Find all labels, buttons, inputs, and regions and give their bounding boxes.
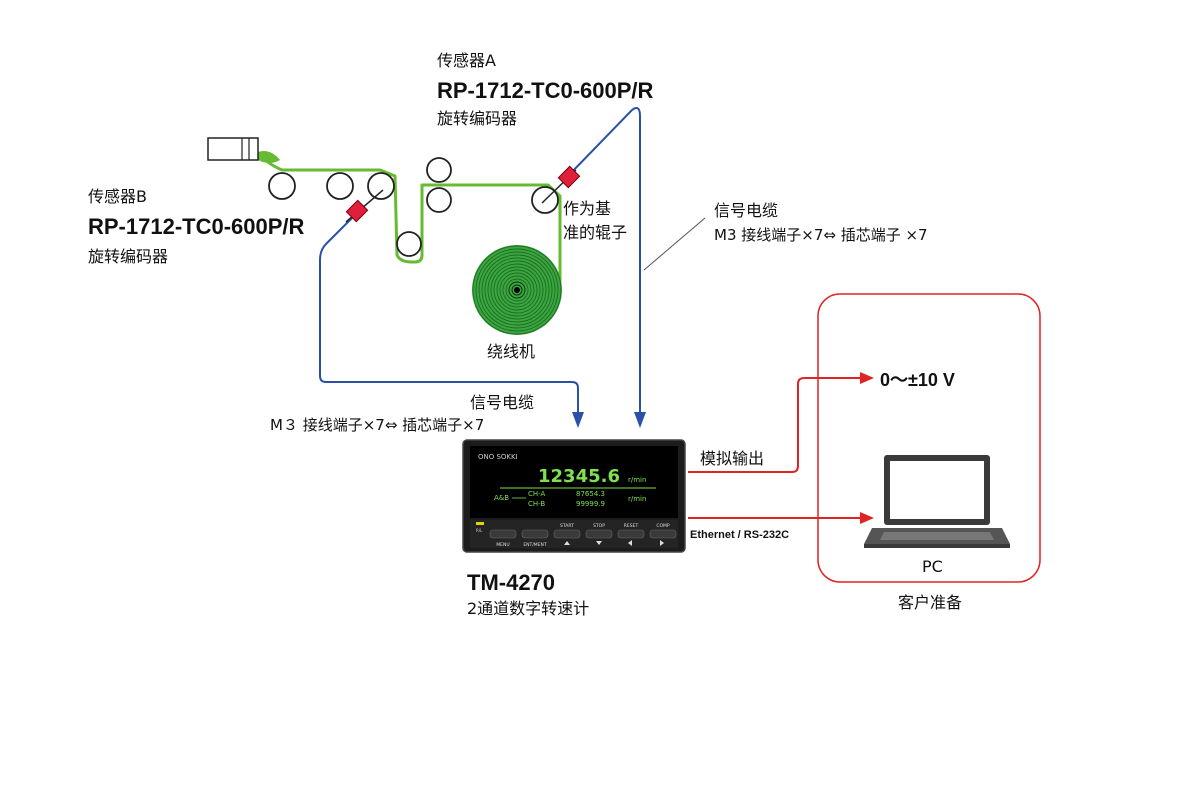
- device-button-label-top: STOP: [593, 523, 605, 529]
- device-button-label-bottom: MENU: [496, 542, 509, 548]
- roller: [326, 172, 354, 200]
- device-main-value: 12345.6: [538, 466, 620, 487]
- material-blob: [258, 151, 280, 163]
- device-button: [649, 529, 677, 539]
- device-arrow-icon: [660, 540, 664, 546]
- output-lines: [688, 377, 862, 519]
- winder-spool: [472, 245, 562, 335]
- reference-roller-label-2: 准的辊子: [563, 223, 627, 242]
- customer-box-caption: 客户准备: [898, 593, 962, 612]
- device-ab-label: A&B: [494, 494, 509, 502]
- spool-ring: [505, 278, 529, 302]
- device-indicator-led: [476, 522, 484, 525]
- spool-core: [514, 287, 520, 293]
- spool-ring: [475, 248, 559, 332]
- cable-b-arrowhead: [572, 412, 584, 428]
- device-main-unit: r/min: [628, 476, 646, 484]
- analog-output-line: [688, 377, 862, 473]
- cable-right-spec: M3 接线端子×7⇔ 插芯端子 ×7: [714, 226, 928, 244]
- device-ch-b-value: 99999.9: [576, 500, 605, 508]
- analog-output-range: 0～±10 V: [880, 370, 955, 390]
- pc-label: PC: [922, 557, 943, 576]
- device-arrow-icon: [596, 541, 602, 545]
- spool-ring: [484, 257, 550, 323]
- sensor-a-heading: 传感器A: [437, 51, 496, 70]
- customer-prepared-box: [817, 293, 1041, 583]
- feeder-head: [207, 137, 259, 161]
- cable-a: [567, 107, 641, 412]
- spool-ring: [478, 251, 556, 329]
- device-button-label-bottom: ENT/MENT: [523, 542, 547, 548]
- device-button-label-top: START: [560, 523, 574, 529]
- spool-ring: [481, 254, 553, 326]
- device-indicator-label: R/L: [476, 528, 483, 533]
- cable-a-arrowhead: [634, 412, 646, 428]
- laptop-icon: [864, 455, 1010, 548]
- rollers: [268, 157, 559, 257]
- device-button: [617, 529, 645, 539]
- cable-right-title: 信号电缆: [714, 201, 778, 220]
- sensor-b-model: RP-1712-TC0-600P/R: [88, 214, 305, 239]
- comm-output-label: Ethernet / RS-232C: [690, 529, 789, 541]
- cable-left-title: 信号电缆: [470, 393, 534, 412]
- sensor-b-desc: 旋转编码器: [88, 247, 168, 266]
- spool-ring: [508, 281, 526, 299]
- device-ch-b-label: CH-B: [528, 500, 545, 508]
- sensor-a: [541, 165, 581, 204]
- signal-cables: [319, 107, 641, 412]
- device-button: [521, 529, 549, 539]
- device-desc: 2通道数字转速计: [467, 599, 589, 618]
- spool-ring: [493, 266, 541, 314]
- sensor-b: [345, 189, 384, 223]
- spool-ring: [496, 269, 538, 311]
- spool-ring: [499, 272, 535, 308]
- device-button: [553, 529, 581, 539]
- roller: [426, 157, 452, 183]
- analog-arrowhead: [860, 372, 874, 384]
- spool-ring: [502, 275, 532, 305]
- sensor-a-desc: 旋转编码器: [437, 109, 517, 128]
- reference-roller-label-1: 作为基: [563, 199, 611, 218]
- device-button-label-top: RESET: [624, 523, 639, 529]
- device-arrow-icon: [628, 540, 632, 546]
- winder-label: 绕线机: [487, 342, 535, 361]
- device-ch-a-label: CH-A: [528, 490, 546, 498]
- roller: [396, 231, 422, 257]
- device-button: [489, 529, 517, 539]
- device-button-label-top: COMP: [656, 523, 670, 529]
- roller: [426, 187, 452, 213]
- cable-b: [319, 213, 579, 412]
- device-buttons: R/L START STOP RESET COMP MENU ENT/MENT: [476, 522, 677, 548]
- sensor-b-heading: 传感器B: [88, 187, 147, 206]
- device-model: TM-4270: [467, 570, 555, 595]
- spool-ring: [490, 263, 544, 317]
- roller: [367, 172, 395, 200]
- material-path: [260, 155, 562, 290]
- spool-ring: [487, 260, 547, 320]
- tm4270-device: [462, 439, 686, 553]
- spool-ring: [472, 245, 562, 335]
- device-ch-a-value: 87654.3: [576, 490, 605, 498]
- roller: [268, 172, 296, 200]
- device-button: [585, 529, 613, 539]
- device-ch-unit: r/min: [628, 495, 646, 503]
- spool-ring: [511, 284, 523, 296]
- cable-left-spec: M３ 接线端子×7⇔ 插芯端子×7: [270, 416, 484, 434]
- cable-label-pointer: [643, 217, 706, 271]
- device-arrow-icon: [564, 541, 570, 545]
- comm-arrowhead: [860, 512, 874, 524]
- sensor-a-model: RP-1712-TC0-600P/R: [437, 78, 654, 103]
- analog-output-label: 模拟输出: [700, 449, 764, 468]
- device-brand: ONO SOKKI: [478, 453, 518, 461]
